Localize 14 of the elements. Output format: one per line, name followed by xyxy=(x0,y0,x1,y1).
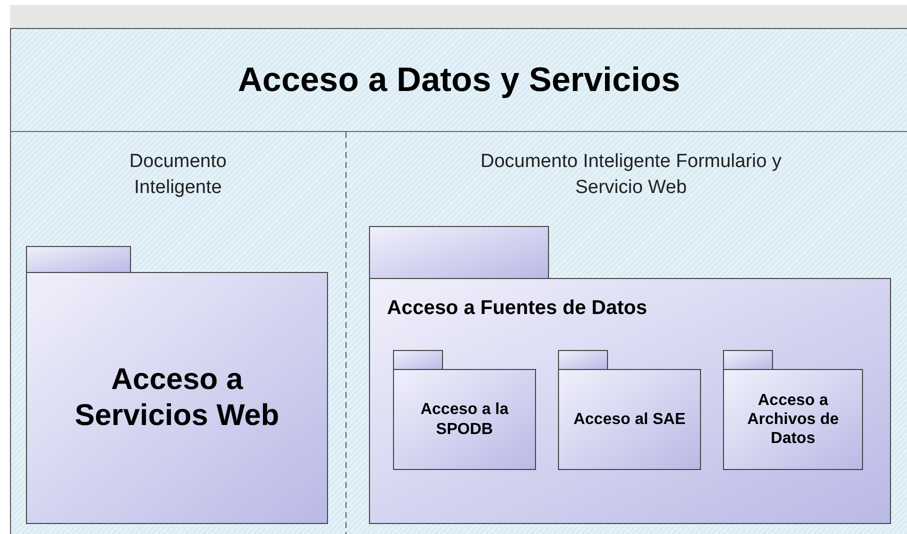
package-title: Acceso a Fuentes de Datos xyxy=(387,296,648,320)
diagram-frame xyxy=(10,28,907,534)
package-shape xyxy=(369,226,891,524)
diagram-heading: Acceso a Datos y Servicios xyxy=(238,60,680,100)
package-title: Acceso a la SPODB xyxy=(419,400,510,439)
package-shape xyxy=(26,246,328,524)
package-shape xyxy=(393,350,536,470)
package-shape xyxy=(558,350,701,470)
package-title: Acceso al SAE xyxy=(573,410,686,430)
package-title: Acceso a Archivos de Datos xyxy=(746,390,840,448)
package-title: Acceso a Servicios Web xyxy=(74,362,280,434)
column-heading: Documento Inteligente xyxy=(128,150,228,200)
column-heading: Documento Inteligente Formulario y Servicio Web xyxy=(480,150,782,200)
package-shape xyxy=(723,350,863,470)
